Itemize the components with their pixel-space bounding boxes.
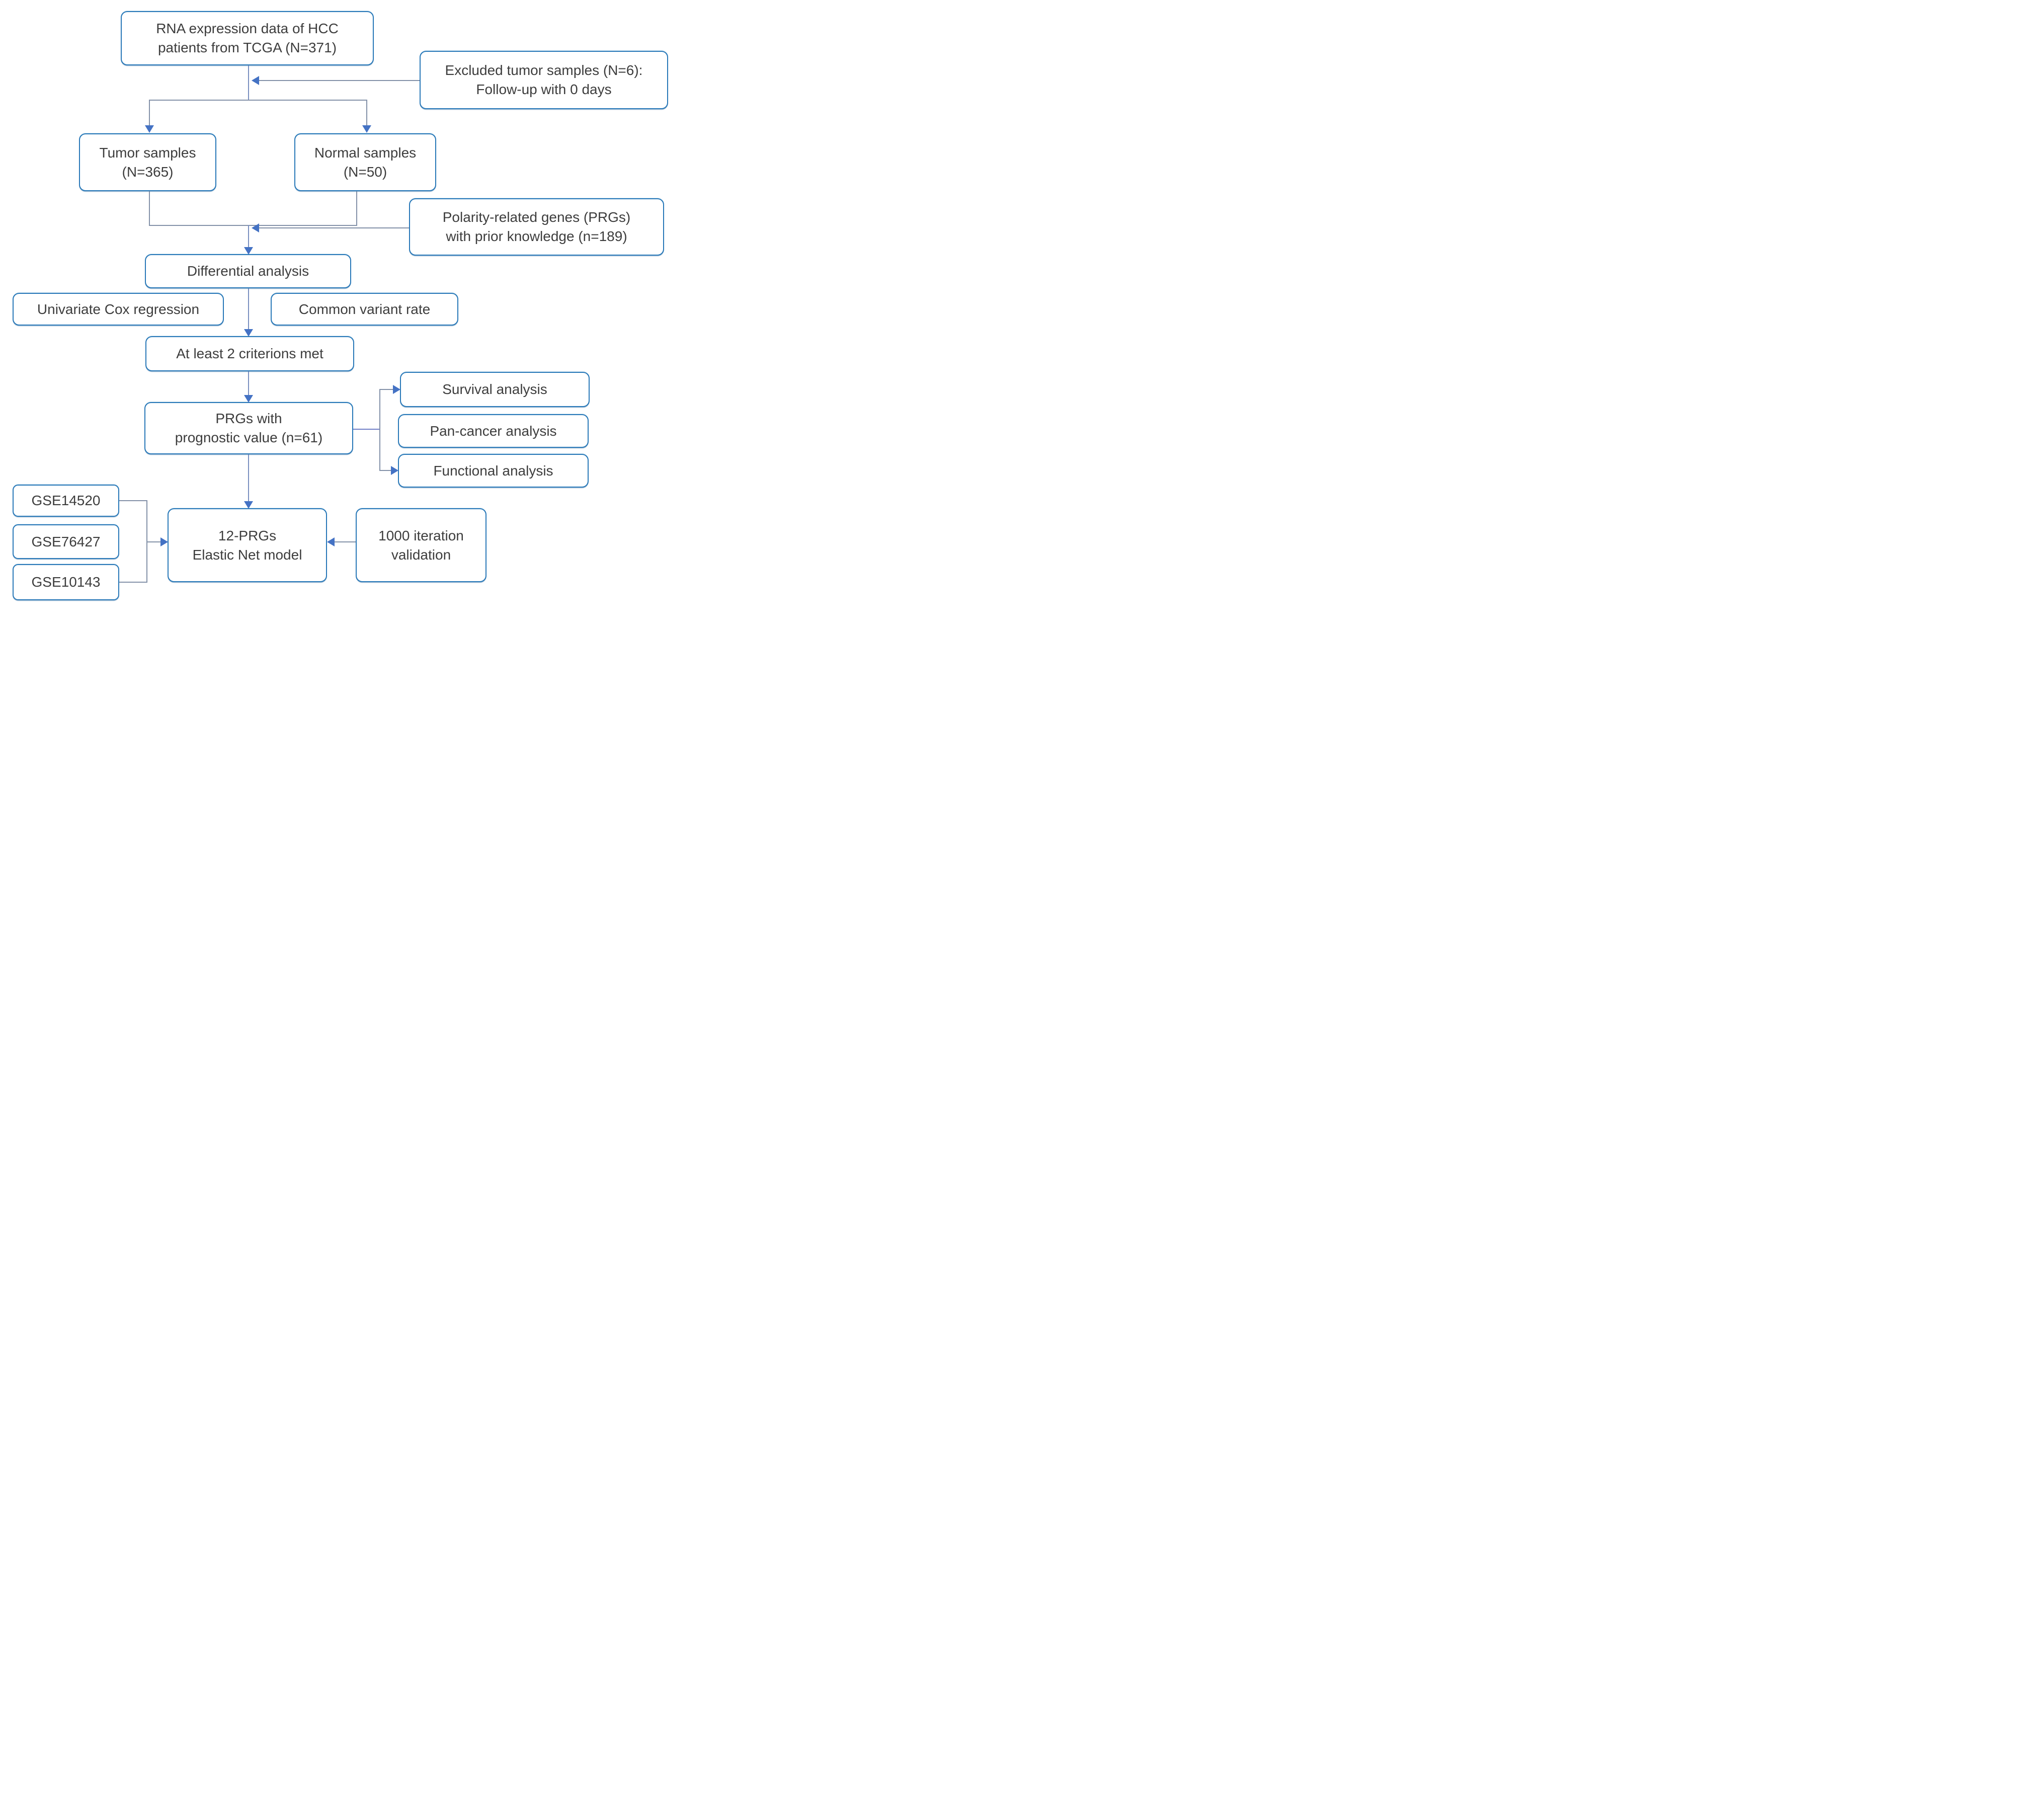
arrowhead-gse-to-elastic <box>160 537 168 546</box>
connector-excluded-shaft <box>259 80 420 81</box>
node-univariate-cox-regression: Univariate Cox regression <box>13 293 224 326</box>
arrowhead-to-normal <box>362 125 371 133</box>
node-tumor-samples: Tumor samples (N=365) <box>79 133 216 191</box>
node-gse14520: GSE14520 <box>13 485 119 517</box>
connector-gse14520-right <box>119 500 147 501</box>
connector-prgs-right <box>353 429 380 430</box>
node-normal-samples: Normal samples (N=50) <box>294 133 436 191</box>
node-functional-analysis: Functional analysis <box>398 454 589 488</box>
node-gse10143: GSE10143 <box>13 564 119 600</box>
node-common-variant-rate: Common variant rate <box>271 293 458 326</box>
node-1000-iteration-validation: 1000 iteration validation <box>356 508 486 582</box>
connector-split-horizontal <box>149 100 367 101</box>
connector-gse-shaft <box>146 541 160 542</box>
arrowhead-to-differential <box>244 247 253 255</box>
arrowhead-validation-to-elastic <box>327 537 335 546</box>
node-prgs-prognostic-value: PRGs with prognostic value (n=61) <box>144 402 353 454</box>
connector-split-left-vertical <box>149 100 150 125</box>
arrowhead-to-prgs <box>244 395 253 403</box>
arrowhead-to-functional <box>391 466 398 475</box>
connector-split-right-vertical <box>366 100 367 125</box>
node-elastic-net-model: 12-PRGs Elastic Net model <box>168 508 327 582</box>
arrowhead-excluded <box>252 76 259 85</box>
node-at-least-2-criterions: At least 2 criterions met <box>145 336 354 371</box>
connector-branch-vertical <box>379 389 380 471</box>
node-rna-expression-tcga: RNA expression data of HCC patients from… <box>121 11 374 65</box>
arrowhead-to-atleast <box>244 329 253 337</box>
node-gse76427: GSE76427 <box>13 524 119 559</box>
connector-rna-down <box>248 65 249 100</box>
arrowhead-polarity <box>252 223 259 232</box>
node-differential-analysis: Differential analysis <box>145 254 351 288</box>
connector-tumor-down <box>149 191 150 225</box>
arrowhead-to-elastic <box>244 501 253 509</box>
flowchart-figure: RNA expression data of HCC patients from… <box>0 0 677 607</box>
node-pan-cancer-analysis: Pan-cancer analysis <box>398 414 589 448</box>
connector-merge-down <box>248 225 249 247</box>
connector-prgs-down <box>248 454 249 501</box>
connector-normal-down <box>356 191 357 225</box>
connector-gse10143-right <box>119 582 147 583</box>
connector-differential-down <box>248 288 249 329</box>
node-survival-analysis: Survival analysis <box>400 372 590 407</box>
connector-branch-top <box>379 389 393 390</box>
connector-polarity-shaft <box>259 227 409 228</box>
connector-branch-bottom <box>379 470 391 471</box>
node-excluded-samples: Excluded tumor samples (N=6): Follow-up … <box>420 51 668 109</box>
arrowhead-to-survival <box>393 385 400 394</box>
connector-validation-shaft <box>334 541 356 542</box>
connector-atleast-down <box>248 371 249 395</box>
node-polarity-related-genes: Polarity-related genes (PRGs) with prior… <box>409 198 664 256</box>
arrowhead-to-tumor <box>145 125 154 133</box>
